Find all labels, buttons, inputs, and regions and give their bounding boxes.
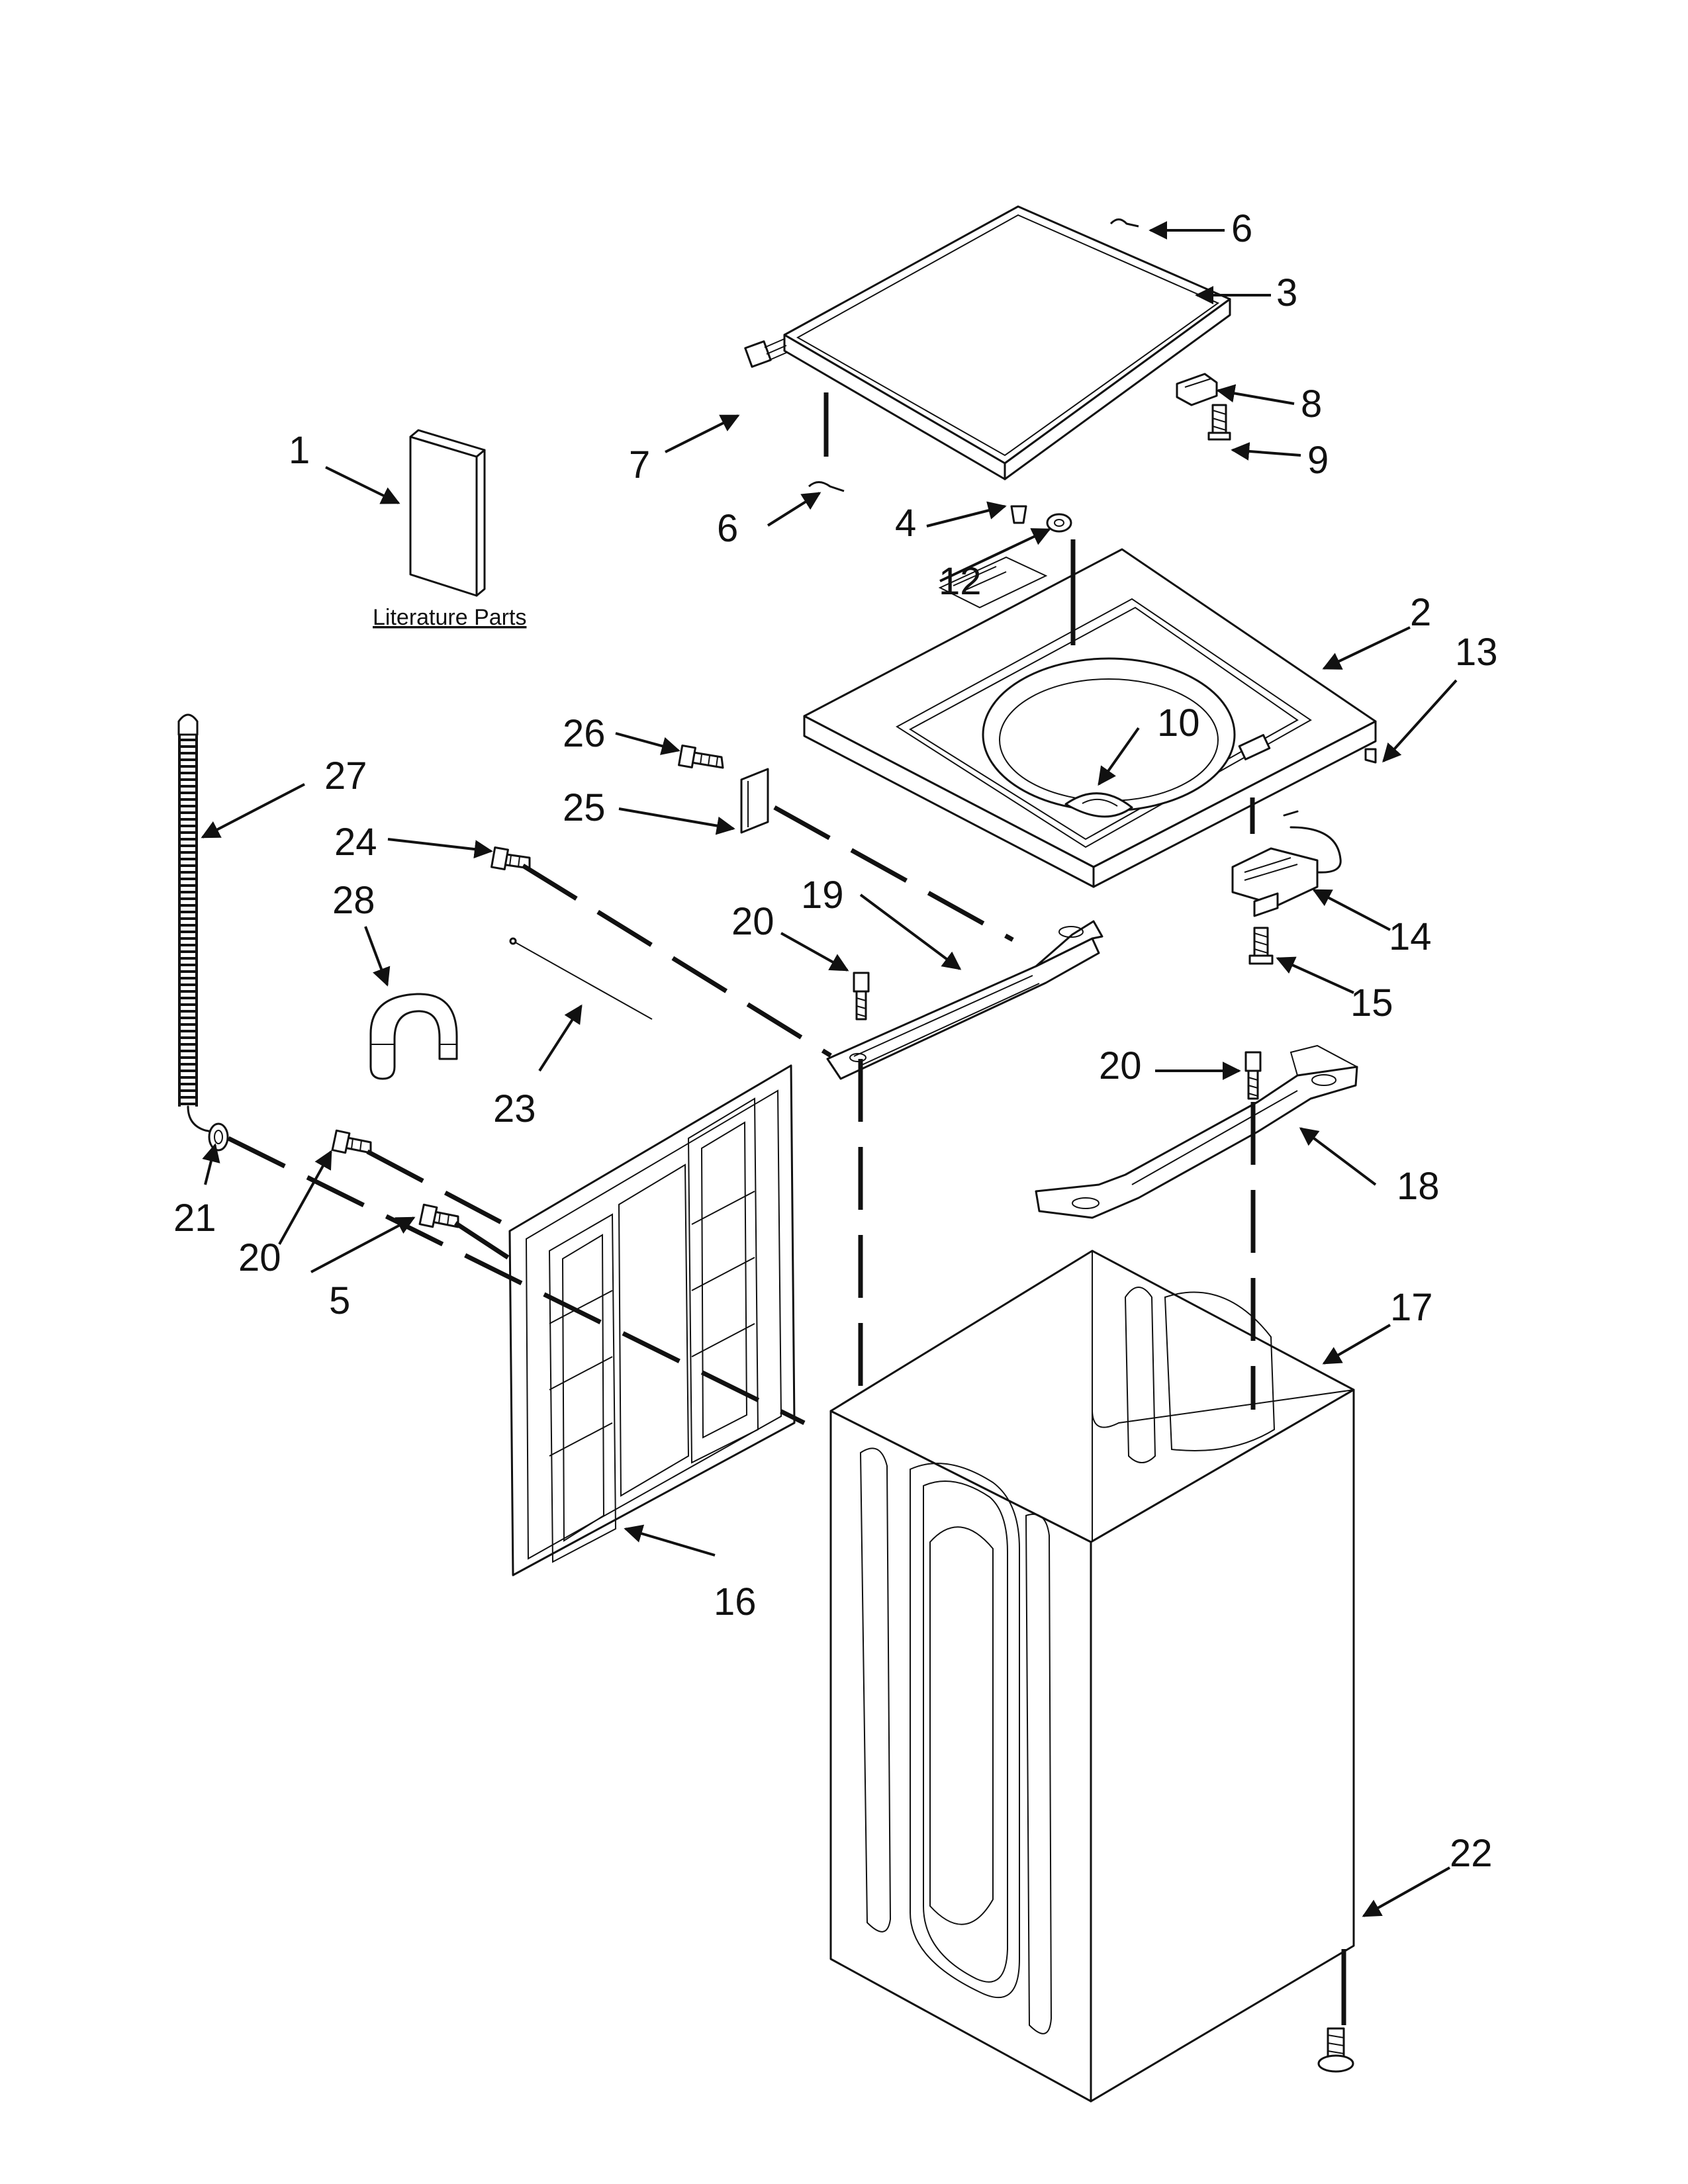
callout-21: 21 [173,1197,216,1240]
clip-13 [1364,748,1377,764]
callout-24: 24 [334,821,377,864]
callout-12: 12 [939,560,982,603]
rear-panel [508,1064,796,1576]
callout-8: 8 [1301,383,1322,426]
leveling-foot [1317,2027,1354,2073]
dispenser-cup [1064,792,1133,818]
callout-3: 3 [1276,271,1297,314]
callout-20-center: 20 [731,900,774,943]
callout-14: 14 [1389,915,1432,958]
callout-20-left: 20 [238,1236,281,1279]
callout-28: 28 [332,879,375,922]
hose-clamp [208,1122,229,1152]
hinge-pin-top [1109,218,1139,228]
grommet-12 [1046,513,1072,533]
lid-lock-assembly [1231,810,1342,917]
callout-19: 19 [801,874,844,917]
callout-15: 15 [1350,981,1393,1024]
screw-5 [418,1203,459,1228]
callout-23: 23 [493,1087,536,1130]
rod-23 [512,940,653,1020]
callout-7: 7 [629,443,650,486]
hinge-pin-bottom [808,481,845,492]
callout-1: 1 [289,429,310,472]
screw-20-center [853,972,870,1021]
callout-27: 27 [324,754,367,797]
callout-26: 26 [563,712,606,755]
drain-hose-elbow [369,993,458,1080]
rear-brace [1035,1044,1358,1219]
callout-9: 9 [1307,439,1329,482]
callout-22: 22 [1450,1832,1493,1875]
callout-6-top: 6 [1231,207,1252,250]
shield-25 [740,768,769,834]
top-panel [803,548,1377,888]
callout-4: 4 [895,502,916,545]
screw-26 [678,744,724,769]
drain-hose [177,713,220,1134]
callout-17: 17 [1390,1286,1433,1329]
lid-lock-bracket [1176,373,1218,406]
hinge-screw-7 [744,338,788,368]
callout-20-right: 20 [1099,1044,1142,1087]
lid [783,205,1231,480]
callout-10: 10 [1157,702,1200,745]
literature-booklet [409,429,486,597]
screw-15 [1248,927,1274,965]
callout-6-bottom: 6 [717,507,738,550]
callout-18: 18 [1397,1165,1440,1208]
screw-20-right [1244,1051,1262,1100]
screw-20-left [331,1129,372,1154]
screw-9 [1207,404,1231,441]
callout-13: 13 [1455,631,1498,674]
cabinet [829,1250,1355,2103]
callout-16: 16 [714,1580,757,1623]
literature-parts-caption: Literature Parts [373,605,526,630]
front-brace [826,920,1103,1080]
lid-bumper [1010,505,1027,524]
callout-25: 25 [563,786,606,829]
callout-5: 5 [329,1279,350,1322]
callout-2: 2 [1410,591,1431,634]
